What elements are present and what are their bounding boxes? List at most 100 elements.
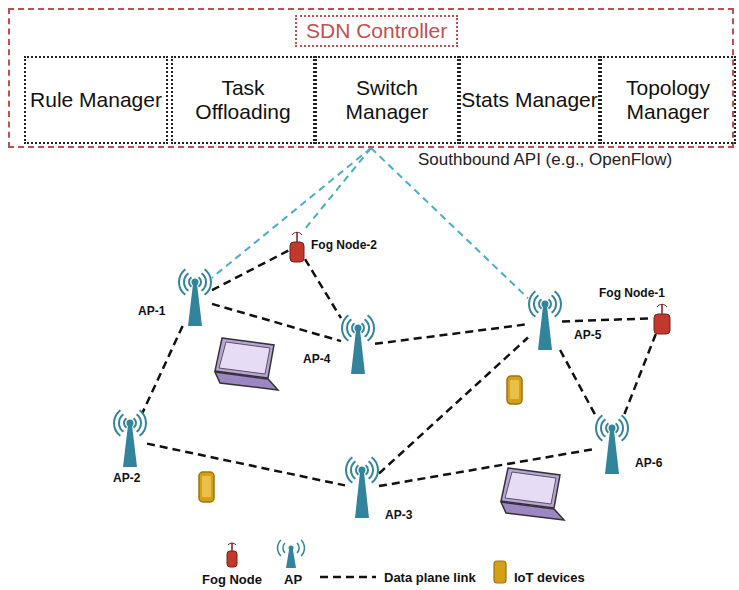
data-plane-link [562, 318, 653, 321]
ap-wave [539, 299, 551, 309]
data-plane-link [375, 324, 528, 344]
ap-icon [345, 460, 379, 518]
legend-link-sample [320, 576, 376, 579]
legend-iot-icon [494, 561, 506, 583]
legend-fog-icon [227, 543, 237, 567]
ap-tower [605, 430, 619, 474]
legend-text: Data plane link [384, 570, 476, 585]
device-label: AP-3 [385, 508, 412, 522]
fog-body [290, 242, 304, 262]
legend-ap-icon [278, 540, 305, 568]
legend-text: IoT devices [514, 570, 585, 585]
ap-wave [179, 269, 211, 295]
access-point: AP-5 [528, 294, 562, 350]
module-name: Topology Manager [602, 76, 734, 124]
phone-screen [202, 476, 211, 497]
ap-top [359, 467, 366, 474]
ap-tower [355, 472, 369, 518]
ap-wave [184, 273, 206, 291]
ap-wave [529, 291, 561, 317]
device-label: Fog Node-1 [599, 286, 665, 300]
ap-wave [347, 319, 369, 337]
fog-icon [653, 302, 671, 334]
data-plane-link [379, 449, 595, 486]
ap-icon [341, 318, 375, 374]
ap-wave [606, 423, 618, 433]
ap-top [192, 279, 199, 286]
phone-icon [199, 472, 214, 502]
data-plane-link [623, 334, 656, 418]
device-label: AP-1 [138, 304, 165, 318]
data-plane-link [305, 259, 341, 318]
device-label: AP-5 [574, 328, 601, 342]
ap-tower [123, 425, 137, 467]
ap-top [355, 325, 362, 332]
access-point: AP-4 [341, 318, 375, 374]
ap-wave [189, 277, 201, 287]
fog-antenna [296, 232, 298, 242]
ap-icon [528, 294, 562, 350]
controller-band: SDN ControllerRule Manager Task Offloadin… [8, 8, 734, 148]
access-point: AP-3 [345, 460, 379, 518]
module-box: Stats Manager [459, 56, 600, 144]
ap-wave [596, 415, 628, 441]
legend-text: AP [284, 572, 302, 587]
ap-tower [538, 306, 552, 350]
ap-wave [534, 295, 556, 313]
fog-node: Fog Node-2 [289, 230, 305, 262]
device-label: Fog Node-2 [311, 238, 377, 252]
access-point: AP-6 [595, 418, 629, 474]
control-link [212, 148, 371, 278]
ap-wave [114, 410, 146, 436]
device-label: AP-6 [635, 456, 662, 470]
ap-wave [124, 418, 136, 428]
module-box: Rule Manager [24, 56, 168, 144]
module-box: Topology Manager [600, 56, 736, 144]
laptop-icon [215, 338, 278, 390]
ap-icon [178, 272, 212, 326]
fog-wave [292, 232, 302, 235]
control-link [371, 148, 528, 298]
access-point: AP-2 [113, 413, 147, 467]
laptop-icon [501, 468, 564, 520]
access-point: AP-1 [178, 272, 212, 326]
data-plane-link [560, 350, 597, 418]
interface-label: Southbound API (e.g., OpenFlow) [418, 150, 672, 170]
fog-antenna [661, 304, 663, 314]
ap-top [127, 420, 134, 427]
device-label: AP-4 [303, 352, 330, 366]
data-plane-link [142, 326, 182, 413]
ap-wave [346, 457, 378, 483]
fog-icon [289, 230, 305, 262]
ap-wave [352, 323, 364, 333]
ap-icon [113, 413, 147, 467]
ap-icon [595, 418, 629, 474]
ap-wave [351, 461, 373, 479]
ap-wave [119, 414, 141, 432]
fog-body [654, 314, 670, 334]
fog-node: Fog Node-1 [653, 302, 671, 334]
legend-text: Fog Node [202, 572, 262, 587]
module-name: Task Offloading [173, 76, 313, 124]
module-name: Switch Manager [317, 76, 457, 124]
ap-tower [351, 330, 365, 374]
module-box: Task Offloading [171, 56, 315, 144]
control-link [304, 148, 371, 230]
module-name: Rule Manager [30, 88, 162, 112]
phone-icon [507, 376, 522, 404]
device-label: AP-2 [113, 471, 140, 485]
data-plane-link [147, 444, 345, 486]
ap-wave [601, 419, 623, 437]
ap-top [609, 425, 616, 432]
fog-wave [657, 304, 667, 307]
controller-title: SDN Controller [295, 15, 458, 47]
data-plane-link [212, 250, 289, 290]
ap-top [542, 301, 549, 308]
module-box: Switch Manager [315, 56, 459, 144]
ap-wave [356, 465, 368, 475]
ap-tower [188, 284, 202, 326]
module-name: Stats Manager [461, 88, 598, 112]
ap-wave [342, 315, 374, 341]
data-plane-link [379, 338, 528, 474]
